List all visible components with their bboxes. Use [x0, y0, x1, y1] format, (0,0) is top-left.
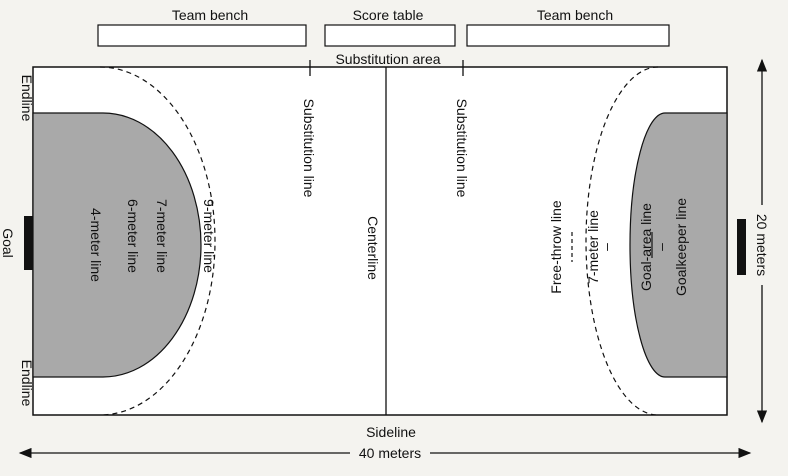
seven-meter-line-left-label: 7-meter line [154, 199, 170, 273]
left-free-throw-line [99, 66, 216, 416]
left-goal [24, 216, 33, 270]
length-label: 40 meters [359, 445, 421, 461]
right-goal-area [629, 112, 728, 378]
free-throw-line-label: Free-throw line [548, 200, 564, 294]
nine-meter-line-label: 9-meter line [201, 199, 217, 273]
team-bench-left-label: Team bench [172, 7, 248, 23]
centerline-label: Centerline [365, 216, 381, 280]
six-meter-line-label: 6-meter line [125, 199, 141, 273]
substitution-area-label: Substitution area [335, 51, 440, 67]
right-goal [737, 219, 746, 275]
team-bench-left-box [97, 24, 307, 47]
endline-bottom-label: Endline [19, 360, 35, 407]
dash-right-1: – [598, 243, 614, 251]
dash-right-2: – [653, 243, 669, 251]
sideline-label: Sideline [366, 424, 416, 440]
goalkeeper-line-label: Goalkeeper line [673, 198, 689, 296]
team-bench-right-label: Team bench [537, 7, 613, 23]
four-meter-line-label: 4-meter line [88, 208, 104, 282]
score-table-label: Score table [353, 7, 424, 23]
team-bench-right-box [466, 24, 670, 47]
goal-area-line-label: Goal-area line [638, 203, 654, 291]
score-table-box [324, 24, 456, 47]
right-free-throw-line [585, 66, 659, 416]
goal-label: Goal [0, 228, 16, 258]
endline-top-label: Endline [19, 75, 35, 122]
substitution-line-left-label: Substitution line [301, 99, 317, 198]
seven-meter-line-right-label: 7-meter line [585, 210, 601, 284]
substitution-line-right-label: Substitution line [454, 99, 470, 198]
width-label: 20 meters [754, 214, 770, 276]
left-goal-area [32, 112, 202, 378]
